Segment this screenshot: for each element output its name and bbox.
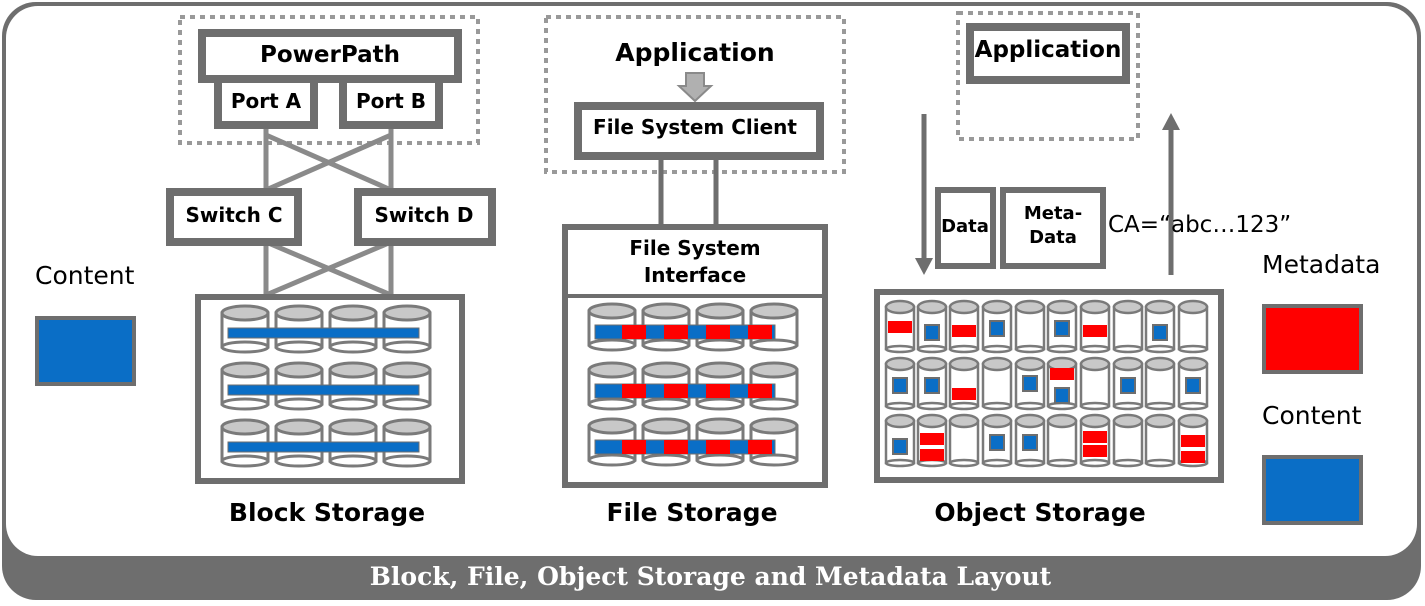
- disk-icon: [1144, 413, 1176, 468]
- switch-d-box: [354, 188, 496, 246]
- metadata-box: [1000, 187, 1106, 269]
- disk-icon: [948, 356, 980, 411]
- content-object: [989, 434, 1005, 451]
- content-object: [892, 438, 908, 455]
- disk-icon: [948, 413, 980, 468]
- metadata-object: [1050, 368, 1074, 380]
- metadata-object: [1181, 451, 1205, 463]
- metadata-object: [888, 321, 912, 333]
- file-application-label: Application: [615, 38, 774, 67]
- object-storage-label: Object Storage: [934, 498, 1145, 527]
- file-system-interface-line2: Interface: [644, 263, 746, 287]
- port-b-label: Port B: [356, 89, 426, 113]
- metadata-line2: Data: [1029, 227, 1077, 248]
- content-object: [1185, 377, 1201, 394]
- port-a-label: Port A: [231, 89, 302, 113]
- disk-icon: [1144, 356, 1176, 411]
- metadata-segment: [622, 440, 646, 454]
- block-disks: [220, 304, 432, 468]
- metadata-object: [1083, 431, 1107, 443]
- arrow-up-icon: [1162, 113, 1180, 130]
- storage-diagram: PowerPath Port A Port B Switch C Switch …: [35, 11, 1380, 527]
- switch-c-box: [166, 188, 302, 246]
- content-object: [1022, 434, 1038, 451]
- content-stripe: [227, 441, 420, 453]
- content-stripe: [227, 384, 420, 396]
- file-host-dashed-box: [544, 15, 846, 174]
- metadata-segment: [622, 384, 646, 398]
- metadata-segment: [706, 325, 730, 339]
- metadata-segment: [664, 325, 688, 339]
- metadata-swatch: [1262, 304, 1363, 374]
- content-object: [892, 377, 908, 394]
- disk-icon: [1112, 413, 1144, 468]
- block-storage-label: Block Storage: [229, 498, 425, 527]
- content-object: [1022, 375, 1038, 392]
- content-object: [1054, 320, 1070, 337]
- metadata-object: [1083, 445, 1107, 457]
- file-system-interface-line1: File System: [629, 236, 760, 260]
- content-object: [1054, 387, 1070, 404]
- metadata-segment: [706, 440, 730, 454]
- metadata-object: [920, 433, 944, 445]
- file-system-client-box: [574, 102, 824, 160]
- object-host-dashed-box: [956, 11, 1140, 141]
- arrow-down-icon: [915, 258, 933, 275]
- file-system-client-label: File System Client: [593, 115, 797, 139]
- content-legend-label: Content: [1262, 401, 1362, 430]
- metadata-segment: [748, 325, 772, 339]
- switch-d-label: Switch D: [375, 203, 474, 227]
- metadata-object: [952, 388, 976, 400]
- content-swatch: [1262, 455, 1363, 525]
- disk-icon: [1079, 356, 1111, 411]
- content-object: [1120, 377, 1136, 394]
- port-a-box: [214, 75, 318, 129]
- data-label: Data: [941, 216, 989, 237]
- metadata-segment: [706, 384, 730, 398]
- metadata-segment: [622, 325, 646, 339]
- object-application-label: Application: [975, 37, 1122, 63]
- object-application-box: [966, 23, 1130, 84]
- object-disks: [884, 299, 1209, 468]
- content-object: [924, 377, 940, 394]
- powerpath-label: PowerPath: [260, 42, 400, 68]
- file-storage-label: File Storage: [606, 498, 777, 527]
- metadata-object: [920, 449, 944, 461]
- content-object: [989, 320, 1005, 337]
- switch-c-label: Switch C: [185, 203, 282, 227]
- content-object: [924, 324, 940, 341]
- left-content-legend-label: Content: [35, 261, 135, 290]
- metadata-segment: [748, 384, 772, 398]
- block-host-dashed-box: [178, 15, 480, 145]
- disk-icon: [1046, 413, 1078, 468]
- file-disks: [587, 302, 799, 467]
- metadata-object: [952, 325, 976, 337]
- content-object: [1152, 324, 1168, 341]
- content-stripe: [227, 327, 420, 339]
- metadata-object: [1083, 325, 1107, 337]
- metadata-segment: [664, 384, 688, 398]
- disk-icon: [1177, 299, 1209, 354]
- diagram-caption: Block, File, Object Storage and Metadata…: [369, 562, 1052, 591]
- disk-icon: [1112, 299, 1144, 354]
- disk-icon: [981, 356, 1013, 411]
- metadata-object: [1181, 435, 1205, 447]
- metadata-line1: Meta-: [1024, 203, 1082, 224]
- data-box: [935, 187, 996, 269]
- disk-icon: [1014, 299, 1046, 354]
- powerpath-box: [198, 29, 462, 83]
- file-links: [658, 160, 719, 225]
- metadata-segment: [748, 440, 772, 454]
- port-b-box: [339, 75, 443, 129]
- left-content-swatch: [35, 316, 136, 386]
- metadata-legend-label: Metadata: [1262, 250, 1380, 279]
- metadata-segment: [664, 440, 688, 454]
- content-address-label: CA=“abc…123”: [1108, 212, 1291, 238]
- fabric-links: [263, 129, 394, 298]
- arrow-down-icon: [676, 72, 714, 103]
